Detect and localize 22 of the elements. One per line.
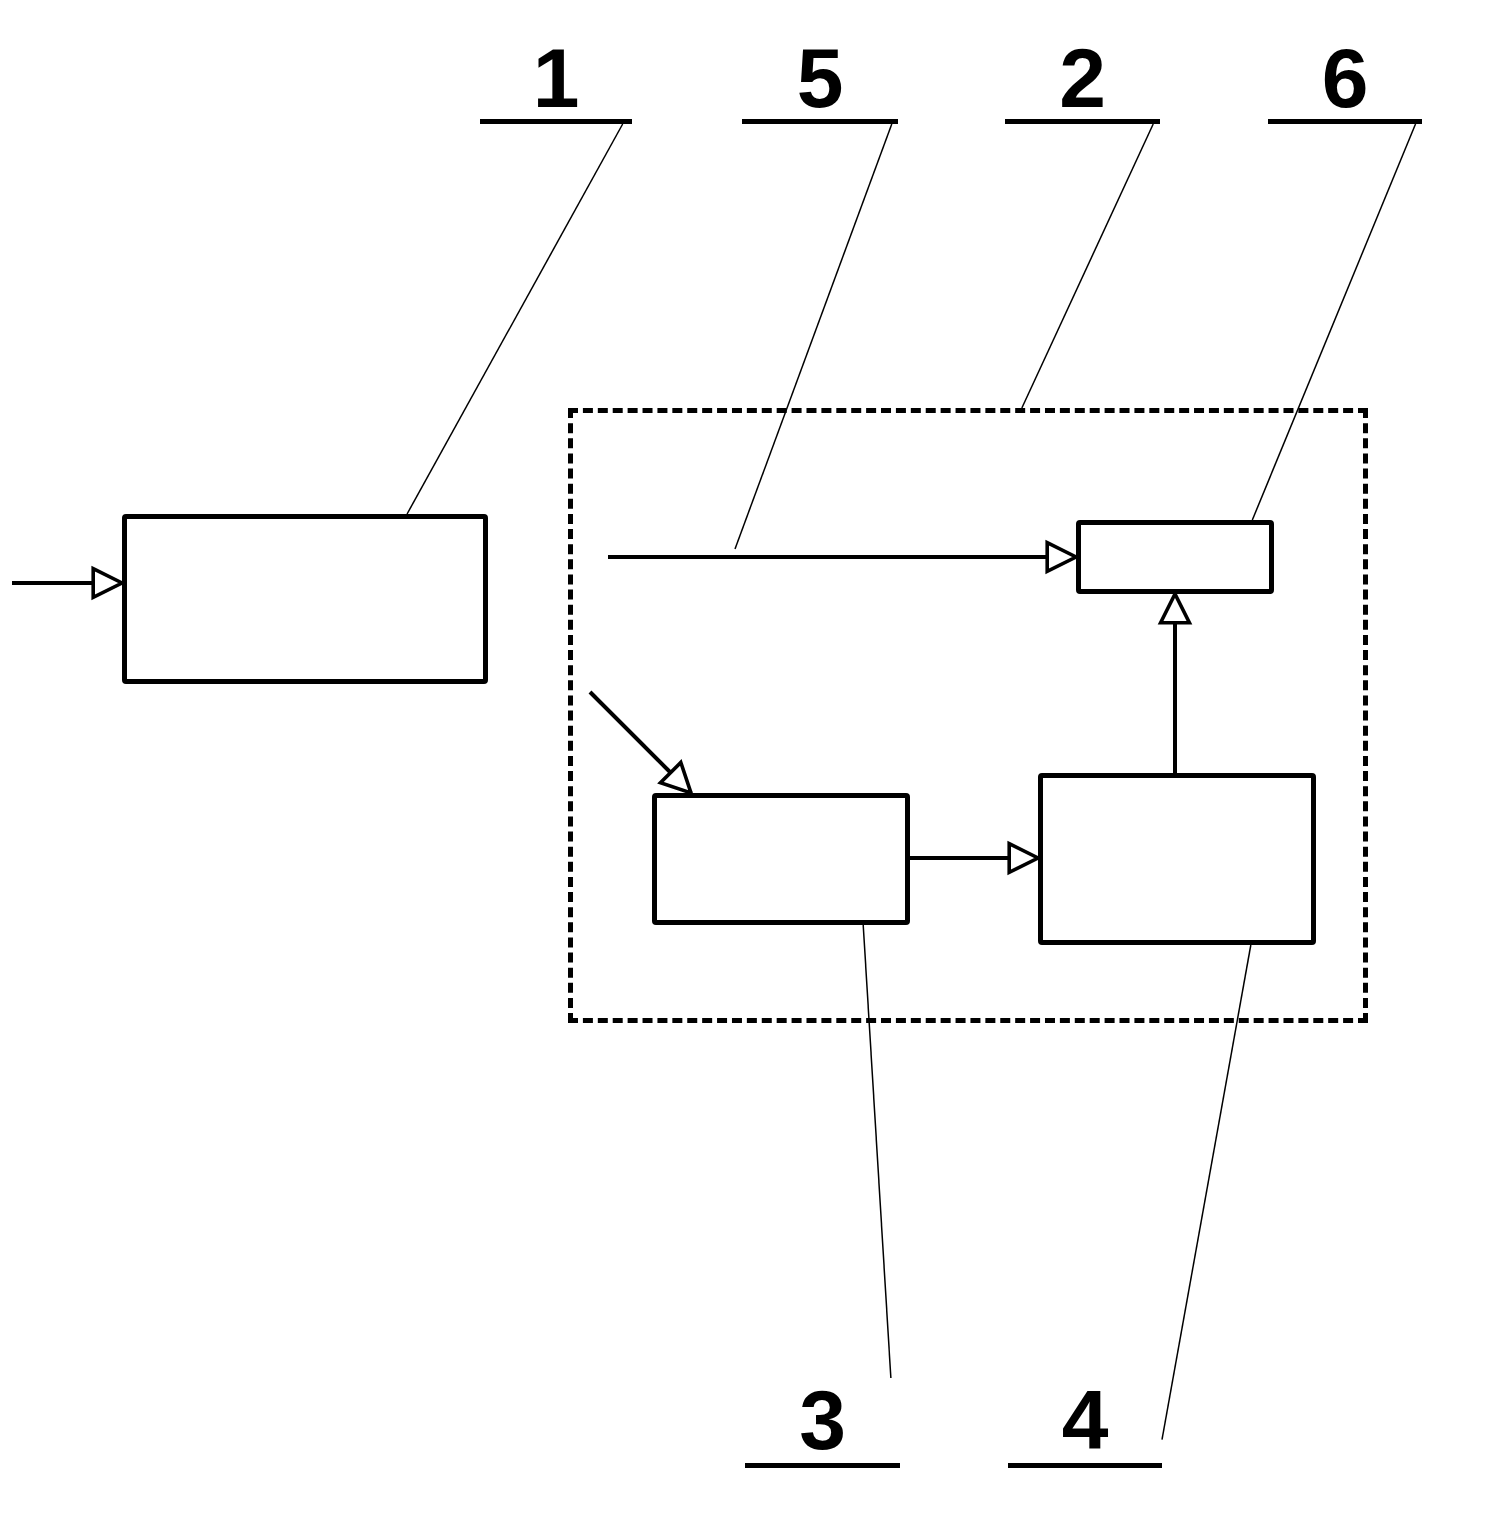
block-box bbox=[1038, 773, 1316, 945]
arrow bbox=[1158, 592, 1192, 773]
block-box bbox=[1076, 520, 1274, 594]
arrow bbox=[12, 566, 124, 600]
arrow bbox=[608, 540, 1078, 574]
arrow bbox=[588, 690, 693, 795]
dashed-group-box bbox=[568, 408, 1368, 1023]
callout-number: 2 bbox=[1005, 36, 1160, 124]
callout-number: 3 bbox=[745, 1378, 900, 1468]
leader-line bbox=[1251, 123, 1417, 521]
leader-line bbox=[406, 123, 624, 515]
block-box bbox=[652, 793, 910, 925]
block-box bbox=[122, 514, 488, 684]
callout-number: 4 bbox=[1008, 1378, 1162, 1468]
leader-line bbox=[734, 123, 893, 550]
callout-number: 5 bbox=[742, 36, 898, 124]
leader-line bbox=[1021, 123, 1154, 409]
leader-line bbox=[862, 924, 892, 1379]
leader-line bbox=[1161, 944, 1252, 1441]
callout-number: 1 bbox=[480, 36, 632, 124]
arrow bbox=[910, 841, 1040, 875]
callout-number: 6 bbox=[1268, 36, 1422, 124]
